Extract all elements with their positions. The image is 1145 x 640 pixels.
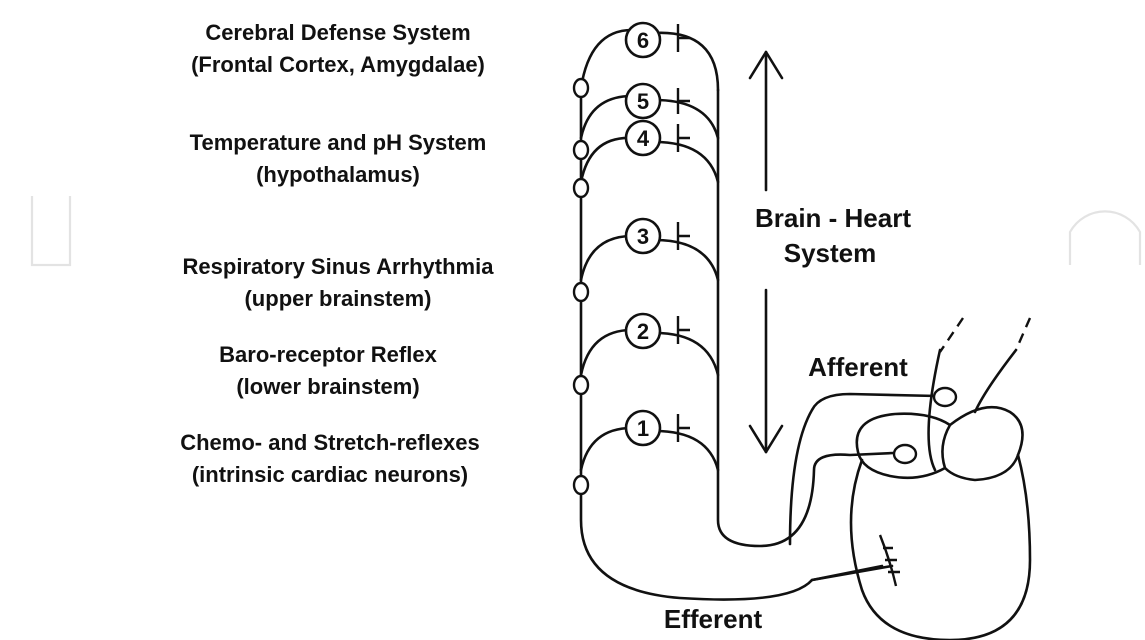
level-1: 1 (626, 411, 660, 445)
level-2: 2 (626, 314, 660, 348)
afferent-branch (790, 394, 937, 544)
level-1-number: 1 (637, 416, 649, 441)
level-2-subtitle: (lower brainstem) (236, 374, 419, 399)
level-2-number: 2 (637, 319, 649, 344)
level-3-number: 3 (637, 224, 649, 249)
level-6: 6 (626, 23, 660, 57)
level-6-title: Cerebral Defense System (205, 20, 470, 45)
level-5: 5 (626, 84, 660, 118)
bidirectional-arrow-icon (750, 52, 782, 452)
system-label-line2: System (784, 238, 877, 268)
level-4-title: Temperature and pH System (190, 130, 487, 155)
level-4-number: 4 (637, 126, 650, 151)
level-4: 4 (626, 121, 660, 155)
efferent-spine (581, 88, 892, 600)
level-3: 3 (626, 219, 660, 253)
system-label-line1: Brain - Heart (755, 203, 911, 233)
level-6-number: 6 (637, 28, 649, 53)
level-1-subtitle: (intrinsic cardiac neurons) (192, 462, 468, 487)
level-6-subtitle: (Frontal Cortex, Amygdalae) (191, 52, 485, 77)
level-4-subtitle: (hypothalamus) (256, 162, 420, 187)
afferent-label: Afferent (808, 352, 908, 382)
level-labels: Cerebral Defense System (Frontal Cortex,… (180, 20, 494, 487)
level-3-title: Respiratory Sinus Arrhythmia (183, 254, 495, 279)
level-1-title: Chemo- and Stretch-reflexes (180, 430, 480, 455)
synapse-bars (678, 24, 690, 442)
level-5-number: 5 (637, 89, 649, 114)
level-2-title: Baro-receptor Reflex (219, 342, 437, 367)
efferent-label: Efferent (664, 604, 763, 634)
afferent-spine (718, 90, 893, 546)
level-3-subtitle: (upper brainstem) (244, 286, 431, 311)
